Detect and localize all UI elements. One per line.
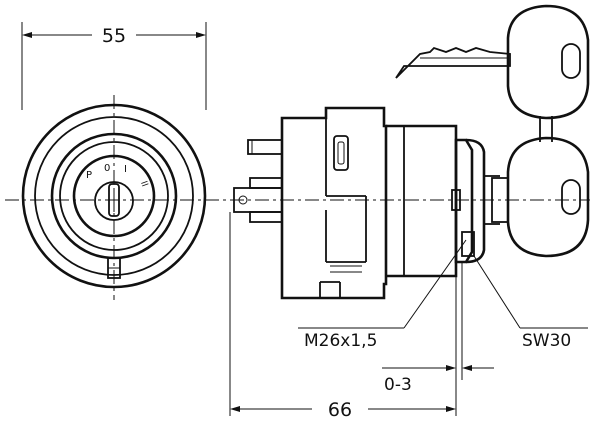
arrow-0-3-right bbox=[462, 365, 472, 371]
upper-key-blade bbox=[395, 46, 511, 79]
lower-key-head bbox=[506, 136, 590, 258]
marking-ii: II bbox=[138, 180, 149, 188]
dimension-66: 66 bbox=[229, 212, 457, 421]
wrench-label: SW30 bbox=[522, 331, 571, 351]
bezel-slot bbox=[461, 231, 475, 257]
thread-leader-diagonal bbox=[403, 239, 467, 329]
key-slot bbox=[108, 183, 120, 217]
dimension-66-label: 66 bbox=[328, 399, 352, 421]
thread-callout: M26x1,5 bbox=[298, 239, 467, 351]
terminal-top bbox=[247, 139, 283, 155]
arrow-left bbox=[22, 32, 32, 38]
lower-key-collar bbox=[491, 177, 509, 223]
bezel-ring bbox=[34, 116, 194, 276]
front-bezel bbox=[465, 138, 486, 264]
keys bbox=[395, 4, 590, 258]
dimension-0-3-label: 0-3 bbox=[384, 375, 412, 395]
upper-key-hole bbox=[561, 43, 581, 79]
wrench-callout: SW30 bbox=[473, 255, 588, 351]
dimension-55: 55 bbox=[21, 22, 207, 110]
terminal-middle-bottom bbox=[249, 211, 283, 223]
cylinder bbox=[94, 181, 134, 221]
arrow-66-right bbox=[446, 406, 456, 412]
front-view: P 0 I II bbox=[5, 95, 590, 300]
terminal-middle-top bbox=[249, 177, 283, 189]
dimension-0-3: 0-3 bbox=[382, 262, 494, 395]
side-view bbox=[233, 106, 500, 300]
body-window-inner bbox=[337, 141, 345, 165]
wrench-leader-diagonal bbox=[473, 255, 521, 329]
terminal-middle-hole bbox=[238, 195, 248, 205]
body-window bbox=[333, 135, 349, 171]
dimension-55-label: 55 bbox=[102, 25, 126, 47]
arrow-0-3-left bbox=[446, 365, 456, 371]
marking-i: I bbox=[124, 164, 127, 175]
barrel bbox=[386, 124, 458, 278]
upper-key-head bbox=[506, 4, 590, 120]
marking-0: 0 bbox=[104, 163, 110, 174]
marking-p: P bbox=[86, 170, 92, 181]
lower-key-hole bbox=[561, 179, 581, 215]
outer-bezel bbox=[21, 103, 207, 289]
arrow-66-left bbox=[230, 406, 240, 412]
face-inner-ring bbox=[59, 141, 169, 251]
thread-label: M26x1,5 bbox=[304, 331, 377, 351]
arrow-right bbox=[196, 32, 206, 38]
marking-ring bbox=[72, 154, 156, 238]
